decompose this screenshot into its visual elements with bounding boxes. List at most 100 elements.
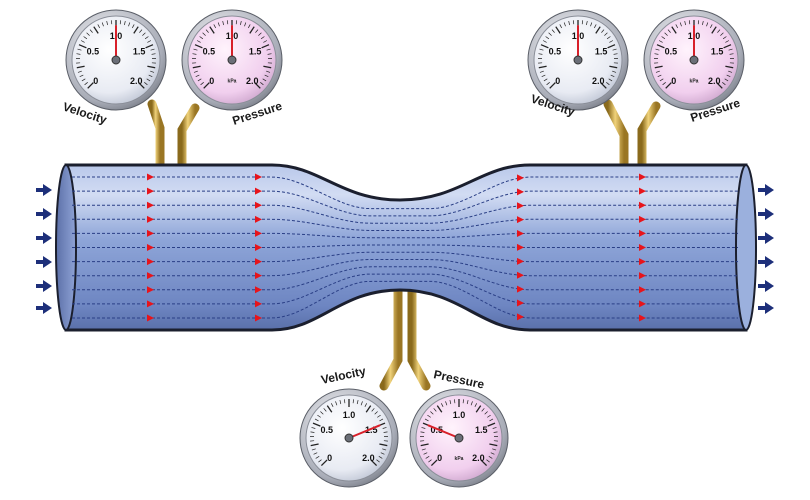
gauge-tick (717, 29, 721, 33)
streamline (72, 259, 738, 277)
outflow-arrow (758, 280, 774, 292)
gauge-tick-label: 2.0 (708, 76, 721, 86)
flow-marker (639, 187, 646, 195)
gauge-tick (209, 26, 215, 34)
flow-marker (639, 173, 646, 181)
gauge-tick (546, 82, 550, 86)
gauge-tick (356, 400, 359, 405)
gauge-tick (604, 32, 608, 36)
gauge-tick-label: 0 (93, 76, 98, 86)
gauge-tick (77, 48, 82, 51)
gauge-tick (144, 82, 148, 86)
inflow-arrow (36, 208, 52, 220)
gauge-tick (352, 399, 354, 404)
gauge-tick-label: 0 (437, 453, 442, 463)
gauge-tick (720, 32, 724, 36)
gauge-tick (80, 40, 85, 43)
flow-marker (147, 272, 154, 280)
gauge-tick (371, 408, 375, 412)
flow-marker (639, 258, 646, 266)
gauge-tick (474, 403, 478, 407)
gauge-needle (427, 424, 460, 439)
gauge-tick (199, 36, 204, 40)
flow-marker (255, 229, 262, 237)
gauge-tick (263, 40, 268, 43)
gauge-tick (247, 24, 251, 29)
outflow-arrow (758, 208, 774, 220)
gauge-tick (213, 24, 217, 29)
gauge-tick (427, 414, 431, 418)
gauge-tick (449, 400, 452, 405)
gauge-tick (264, 74, 269, 78)
left-velocity-gauge: 00.51.01.52.0 (65, 9, 167, 111)
gauge-tick (195, 74, 200, 78)
flow-marker (517, 243, 524, 251)
gauge-tick (128, 22, 131, 27)
gauge-tick (656, 44, 665, 49)
gauge-tick (76, 53, 81, 55)
gauge-tick (726, 74, 731, 78)
gauge-tick (313, 452, 318, 455)
flow-markers (147, 173, 646, 322)
outflow-arrow (758, 184, 774, 196)
gauge-tick (436, 405, 443, 413)
gauge-tick (607, 44, 616, 49)
gauge-tick (487, 422, 496, 427)
gauge-tick-label: 2.0 (592, 76, 605, 86)
gauge-tick (377, 414, 381, 418)
flow-marker (147, 300, 154, 308)
gauge-tick (317, 414, 321, 418)
gauge-tick-label: 0.5 (665, 46, 678, 56)
gauge-tick (440, 403, 444, 407)
gauge-tick (679, 22, 682, 27)
gauge-tick (655, 48, 660, 51)
gauge-tick (370, 459, 378, 467)
gauge-tick-label: 2.0 (130, 76, 143, 86)
gauge-tick-label: 0 (327, 453, 332, 463)
streamline (72, 232, 738, 239)
gauge-tick (421, 427, 426, 429)
gauge-tick (97, 24, 101, 29)
gauge-tick (382, 448, 387, 451)
gauge-tick (315, 455, 320, 459)
gauge-tick (716, 82, 723, 89)
gauge-tick (382, 427, 387, 429)
gauge-tick (193, 70, 198, 73)
gauge-tick (684, 21, 686, 26)
gauge-tick (326, 405, 333, 413)
gauge-tick (144, 36, 149, 40)
gauge-tick (549, 82, 556, 89)
gauge-tick (147, 40, 152, 43)
gauge-tick (249, 26, 255, 34)
gauge-tick (606, 82, 610, 86)
streamline (72, 251, 738, 263)
gauge-tick (310, 443, 319, 447)
inflow-arrow (36, 302, 52, 314)
gauge-tick (380, 452, 385, 455)
flow-marker (255, 244, 262, 251)
gauge-tick (79, 74, 84, 78)
flow-marker (639, 300, 646, 308)
gauge-tick (430, 459, 438, 467)
gauge-tick (723, 44, 732, 49)
gauge-tick (266, 70, 271, 73)
inflow-arrow (36, 232, 52, 244)
streamlines (72, 176, 738, 319)
gauge-tick (425, 455, 430, 459)
gauge-tick (728, 70, 733, 73)
gauge-tick (139, 29, 143, 33)
gauge-tick (133, 26, 139, 34)
gauge-tick (493, 431, 498, 433)
flow-marker (255, 258, 262, 266)
gauge-tick (489, 443, 498, 447)
gauge-tick (131, 24, 135, 29)
gauge-tick (489, 418, 494, 422)
gauge-hub (573, 55, 583, 65)
flow-marker (147, 173, 154, 181)
flow-marker (147, 201, 154, 209)
gauge-tick (255, 29, 259, 33)
gauge-tick (314, 418, 319, 422)
gauge-tick (492, 427, 497, 429)
flow-marker (517, 313, 524, 321)
gauge-tick (655, 70, 660, 73)
